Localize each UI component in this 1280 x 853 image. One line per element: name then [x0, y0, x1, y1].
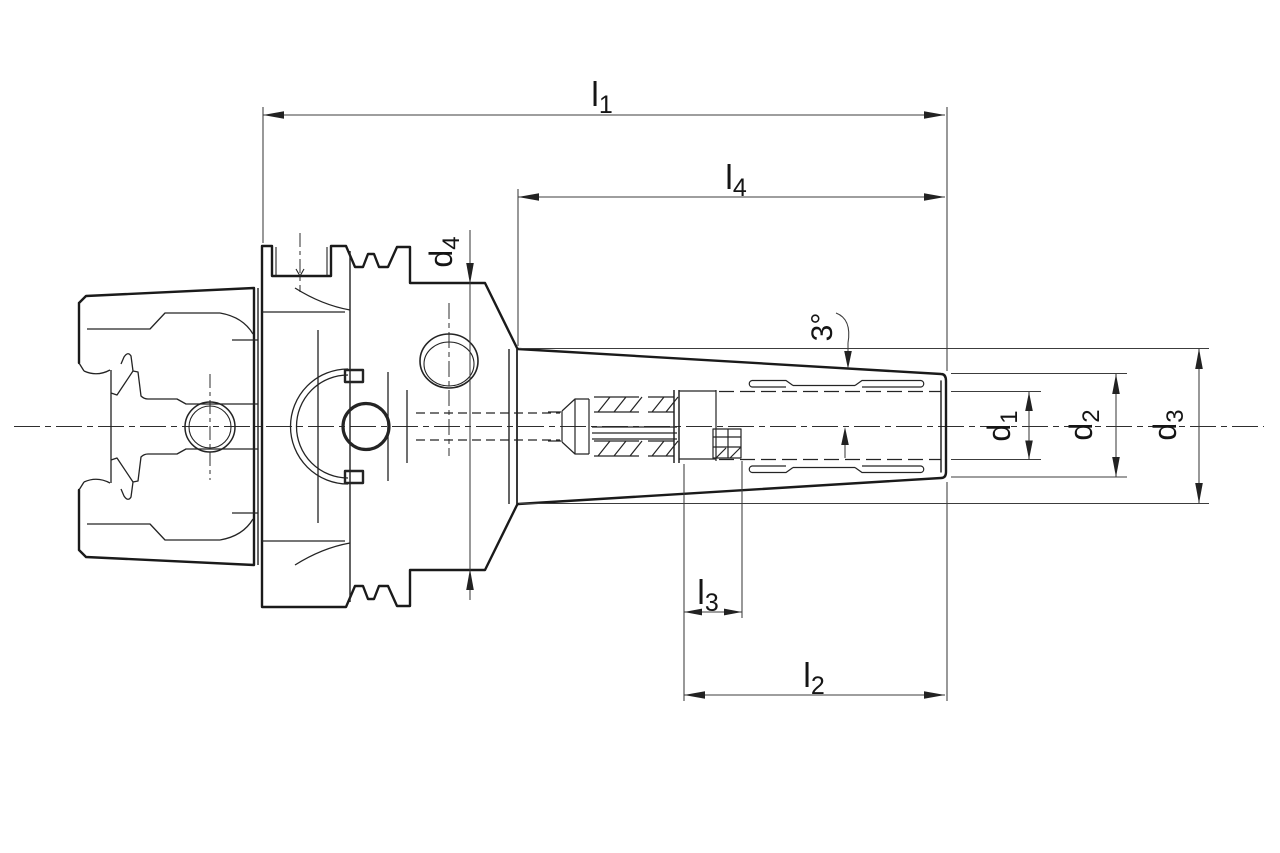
shank-hole-inner	[188, 405, 232, 449]
arrow-d3-bottom	[1195, 483, 1203, 504]
bore-step-box	[712, 428, 742, 459]
label-l4-base: l	[725, 159, 733, 197]
nose-slots	[748, 379, 925, 474]
label-d1-sub: 1	[996, 410, 1023, 423]
label-d4-sub: 4	[438, 236, 465, 249]
arrow-l2-right	[924, 691, 945, 699]
shank-bore-bottom	[87, 512, 258, 541]
drive-slot-inner-walls	[275, 247, 328, 276]
arrow-d1-bottom	[1025, 440, 1033, 460]
gripper-claw-bottom	[110, 453, 149, 500]
label-l1: l1	[591, 76, 612, 119]
coolant-hole-outer	[419, 333, 479, 389]
arrow-d2-top	[1112, 374, 1120, 394]
slot-top-right	[854, 379, 925, 388]
arrow-l2-left	[684, 691, 705, 699]
dimension-arrows	[263, 111, 1203, 699]
drive-slot-corner-bottom	[343, 469, 365, 485]
label-d1: d1	[981, 410, 1023, 441]
gripper-claw-top	[110, 353, 149, 400]
part-outline	[77, 244, 948, 609]
bore-wall-top	[148, 398, 258, 405]
label-l2: l2	[803, 657, 824, 700]
arrow-angle-up	[841, 427, 849, 445]
bore-step-lines	[679, 390, 717, 461]
arrow-d2-bottom	[1112, 457, 1120, 477]
arrow-d3-top	[1195, 348, 1203, 369]
flange-curve-bottom	[294, 542, 351, 566]
label-d2: d2	[1063, 409, 1105, 440]
label-l3-sub: 3	[705, 589, 719, 617]
drive-slot-corner-top	[343, 368, 365, 384]
label-d3: d3	[1147, 409, 1189, 440]
shank-hole-outer	[184, 401, 236, 453]
label-d1-base: d	[981, 424, 1017, 442]
arrow-l1-left	[263, 111, 284, 119]
label-d2-sub: 2	[1078, 409, 1105, 422]
arrow-l1-right	[924, 111, 945, 119]
flange-curve-top	[294, 287, 351, 311]
arrow-d4-top	[466, 263, 474, 284]
hidden-lines	[416, 390, 941, 461]
arrow-l4-right	[924, 193, 945, 201]
label-d4-base: d	[423, 250, 459, 268]
label-l1-base: l	[591, 76, 599, 114]
collar-coolant-hole	[419, 333, 479, 389]
label-l4: l4	[725, 159, 747, 202]
label-l3-base: l	[697, 574, 705, 612]
label-l2-sub: 2	[811, 672, 825, 700]
slot-top-left	[748, 379, 794, 388]
arrow-l4-left	[518, 193, 539, 201]
arrow-l3-left	[684, 608, 702, 616]
label-d3-sub: 3	[1162, 409, 1189, 422]
drive-ball-arc-inner	[295, 374, 349, 479]
thread-band-bottom	[594, 440, 679, 457]
dimension-labels: l1 l4 l3 l2 d4 d1 d2 d3 3°	[423, 76, 1189, 700]
label-l4-sub: 4	[733, 174, 747, 202]
arrow-d4-bottom	[466, 569, 474, 590]
screw-front-face	[673, 390, 680, 463]
flange-interior	[262, 247, 408, 566]
label-l2-base: l	[803, 657, 811, 695]
arrow-angle-down	[844, 351, 852, 369]
shank-bore-top	[87, 312, 258, 341]
body-outline	[260, 244, 948, 609]
screw-core-lines	[592, 426, 677, 440]
label-l3: l3	[697, 574, 718, 617]
screw-back-plug	[561, 398, 590, 455]
coolant-hole-inner	[423, 341, 475, 387]
label-d4: d4	[423, 236, 465, 267]
label-d3-base: d	[1147, 423, 1183, 441]
arrow-d1-top	[1025, 392, 1033, 411]
slot-bottom-left	[748, 465, 794, 474]
drive-ball-circle	[341, 401, 391, 452]
shank-interior	[78, 312, 258, 541]
hsk-shank-outline	[77, 286, 256, 567]
thread-band-top	[594, 396, 679, 413]
label-d2-base: d	[1063, 423, 1099, 441]
dimension-lines	[262, 107, 1209, 701]
shank-lip-top	[78, 362, 111, 375]
shank-lip-bottom	[78, 478, 111, 491]
screw-pilot-dashes	[548, 411, 561, 442]
label-l1-sub: 1	[599, 91, 613, 119]
adjusting-screw	[548, 390, 742, 463]
drive-ball-arc-outer	[289, 368, 349, 485]
arrow-l3-right	[724, 608, 742, 616]
drive-slot-center-tick	[295, 268, 305, 277]
angle-leader-curve	[835, 312, 850, 352]
slot-bottom-right	[854, 465, 925, 474]
label-taper-angle: 3°	[806, 313, 839, 342]
